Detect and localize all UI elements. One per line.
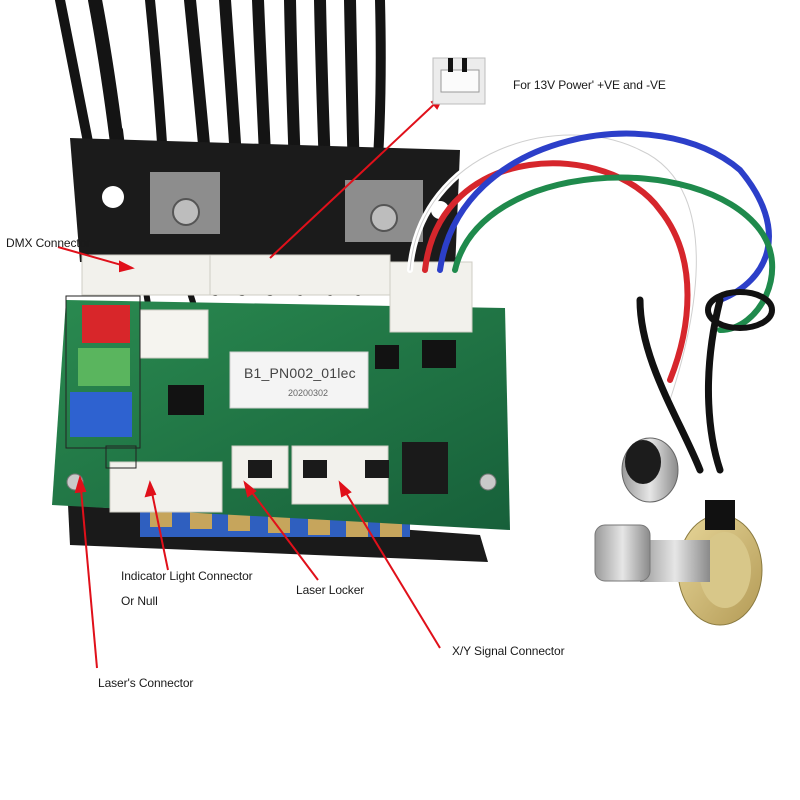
indicator-callout-sublabel: Or Null xyxy=(121,594,158,608)
connector-thumbnail-icon xyxy=(432,57,486,105)
green-connector xyxy=(78,348,130,386)
laser-connector-callout-label: Laser's Connector xyxy=(98,676,194,690)
pcb-label-date: 20200302 xyxy=(288,388,329,398)
main-header-connector xyxy=(81,254,473,359)
power-wires xyxy=(407,130,776,474)
pcb-label-code: B1_PN002_01lec xyxy=(244,365,356,381)
red-connector xyxy=(82,305,130,343)
dmx-callout-label: DMX Connector xyxy=(6,236,91,250)
heatsink-bracket xyxy=(70,138,460,270)
microphone-capsule xyxy=(621,437,679,503)
indicator-callout-label: Indicator Light Connector xyxy=(121,569,253,583)
callout-lines xyxy=(57,93,446,669)
potentiometer xyxy=(594,500,763,626)
xy-signal-callout-label: X/Y Signal Connector xyxy=(452,644,565,658)
power-callout-label: For 13V Power' +VE and -VE xyxy=(513,78,666,92)
white-label-sticker xyxy=(229,351,369,409)
indicator-connector xyxy=(109,461,223,513)
blue-connector xyxy=(70,392,132,437)
connector-group-outline xyxy=(65,295,141,449)
laser-locker-callout-label: Laser Locker xyxy=(296,583,365,597)
indicator-outline xyxy=(105,445,137,469)
